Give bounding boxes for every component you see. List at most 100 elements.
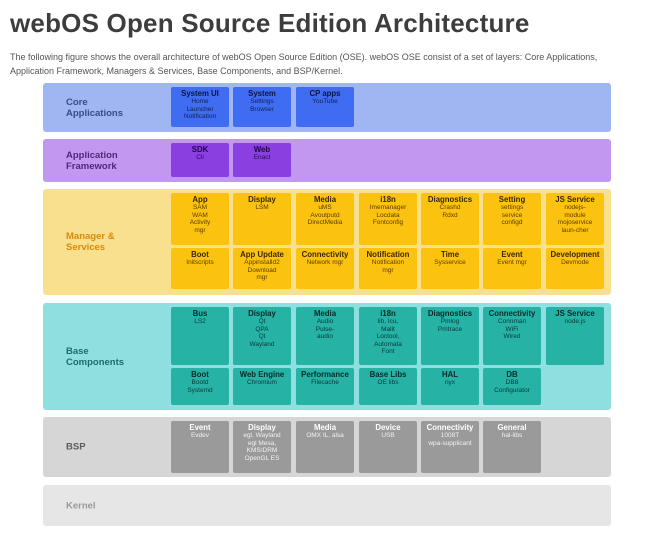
component-item: Qt xyxy=(258,333,266,340)
component-item: Initscripts xyxy=(186,259,214,266)
component-title: Event xyxy=(501,250,523,259)
component-item: audio xyxy=(317,333,333,340)
component-item: Audio xyxy=(316,318,334,325)
component-title: System xyxy=(248,89,276,98)
component-item: QPA xyxy=(255,325,269,333)
component-item: mgr xyxy=(382,266,394,274)
component-item: Qt xyxy=(258,318,266,325)
component-title: Boot xyxy=(191,250,209,259)
component-item: mgr xyxy=(194,226,206,234)
component-title: DB xyxy=(506,370,518,379)
layer-label-kernel: Kernel xyxy=(66,500,96,511)
component-title: Connectivity xyxy=(426,423,474,432)
component-item: Activity xyxy=(189,219,211,226)
component-item: WiFi xyxy=(505,325,519,333)
component-item: wpa-supplicant xyxy=(428,439,472,447)
component-item: Connman xyxy=(497,318,527,325)
component-item: nyx xyxy=(444,379,456,386)
component-item: Notification xyxy=(371,259,405,266)
component-item: KMS/DRM xyxy=(246,447,278,454)
layer-label-framework: Application Framework xyxy=(66,149,118,172)
page-title: webOS Open Source Edition Architecture xyxy=(10,8,530,38)
component-item: SAM xyxy=(192,204,208,211)
component-item: Rdxd xyxy=(442,211,458,219)
component-title: Event xyxy=(189,423,211,432)
component-title: Diagnostics xyxy=(427,309,473,318)
component-item: node.js xyxy=(564,318,586,325)
component-item: Enact xyxy=(253,154,271,161)
component-title: Display xyxy=(248,309,276,318)
layer-label-bsp: BSP xyxy=(66,441,86,453)
component-title: Bus xyxy=(192,309,208,318)
component-title: Boot xyxy=(191,370,209,379)
component-item: Fontconfig xyxy=(372,219,404,226)
component-title: Web xyxy=(253,145,271,154)
component-item: Sysservice xyxy=(434,259,466,266)
component-item: mgr xyxy=(256,274,268,281)
component-item: Pulse- xyxy=(315,325,335,333)
component-title: Connectivity xyxy=(301,250,349,259)
component-item: hal-libs xyxy=(501,432,523,439)
component-title: JS Service xyxy=(555,309,595,318)
component-item: Evdev xyxy=(190,432,210,439)
component-title: CP apps xyxy=(309,89,341,98)
component-item: Crashd xyxy=(439,204,461,211)
component-title: i18n xyxy=(380,195,396,204)
component-item: Wayland xyxy=(249,340,275,348)
component-title: Device xyxy=(375,423,401,432)
component-title: Media xyxy=(313,423,337,432)
component-item: laun-cher xyxy=(561,226,589,234)
component-item: Download xyxy=(247,266,277,274)
component-title: HAL xyxy=(441,370,459,379)
component-item: Systemd xyxy=(187,386,213,394)
component-item: configd xyxy=(501,219,523,226)
component-item: Imemanager xyxy=(369,204,407,211)
component-item: uMS xyxy=(318,204,332,211)
layer-label-core: Core Applications xyxy=(66,96,124,119)
component-item: USB xyxy=(381,432,395,439)
component-item: Launcher xyxy=(186,105,214,113)
layer-kernel: Kernel xyxy=(43,485,611,526)
component-item: module xyxy=(564,211,586,219)
component-title: i18n xyxy=(380,309,396,318)
component-item: DirectMedia xyxy=(307,219,343,226)
component-item: WAM xyxy=(192,211,208,219)
component-item: Home xyxy=(191,98,209,105)
component-item: YouTube xyxy=(312,98,338,105)
component-item: Devmode xyxy=(561,259,589,266)
component-title: App Update xyxy=(240,250,284,259)
component-title: Display xyxy=(248,195,276,204)
component-item: Loctool, xyxy=(376,333,400,340)
component-item: Appinstalld2 xyxy=(244,259,280,266)
component-item: LSM xyxy=(255,204,269,211)
component-item: nodejs- xyxy=(564,204,586,211)
component-title: Setting xyxy=(498,195,526,204)
component-title: Media xyxy=(313,195,337,204)
component-title: App xyxy=(192,195,208,204)
component-title: General xyxy=(497,423,527,432)
component-title: Development xyxy=(550,250,600,259)
component-item: settings xyxy=(500,204,524,211)
